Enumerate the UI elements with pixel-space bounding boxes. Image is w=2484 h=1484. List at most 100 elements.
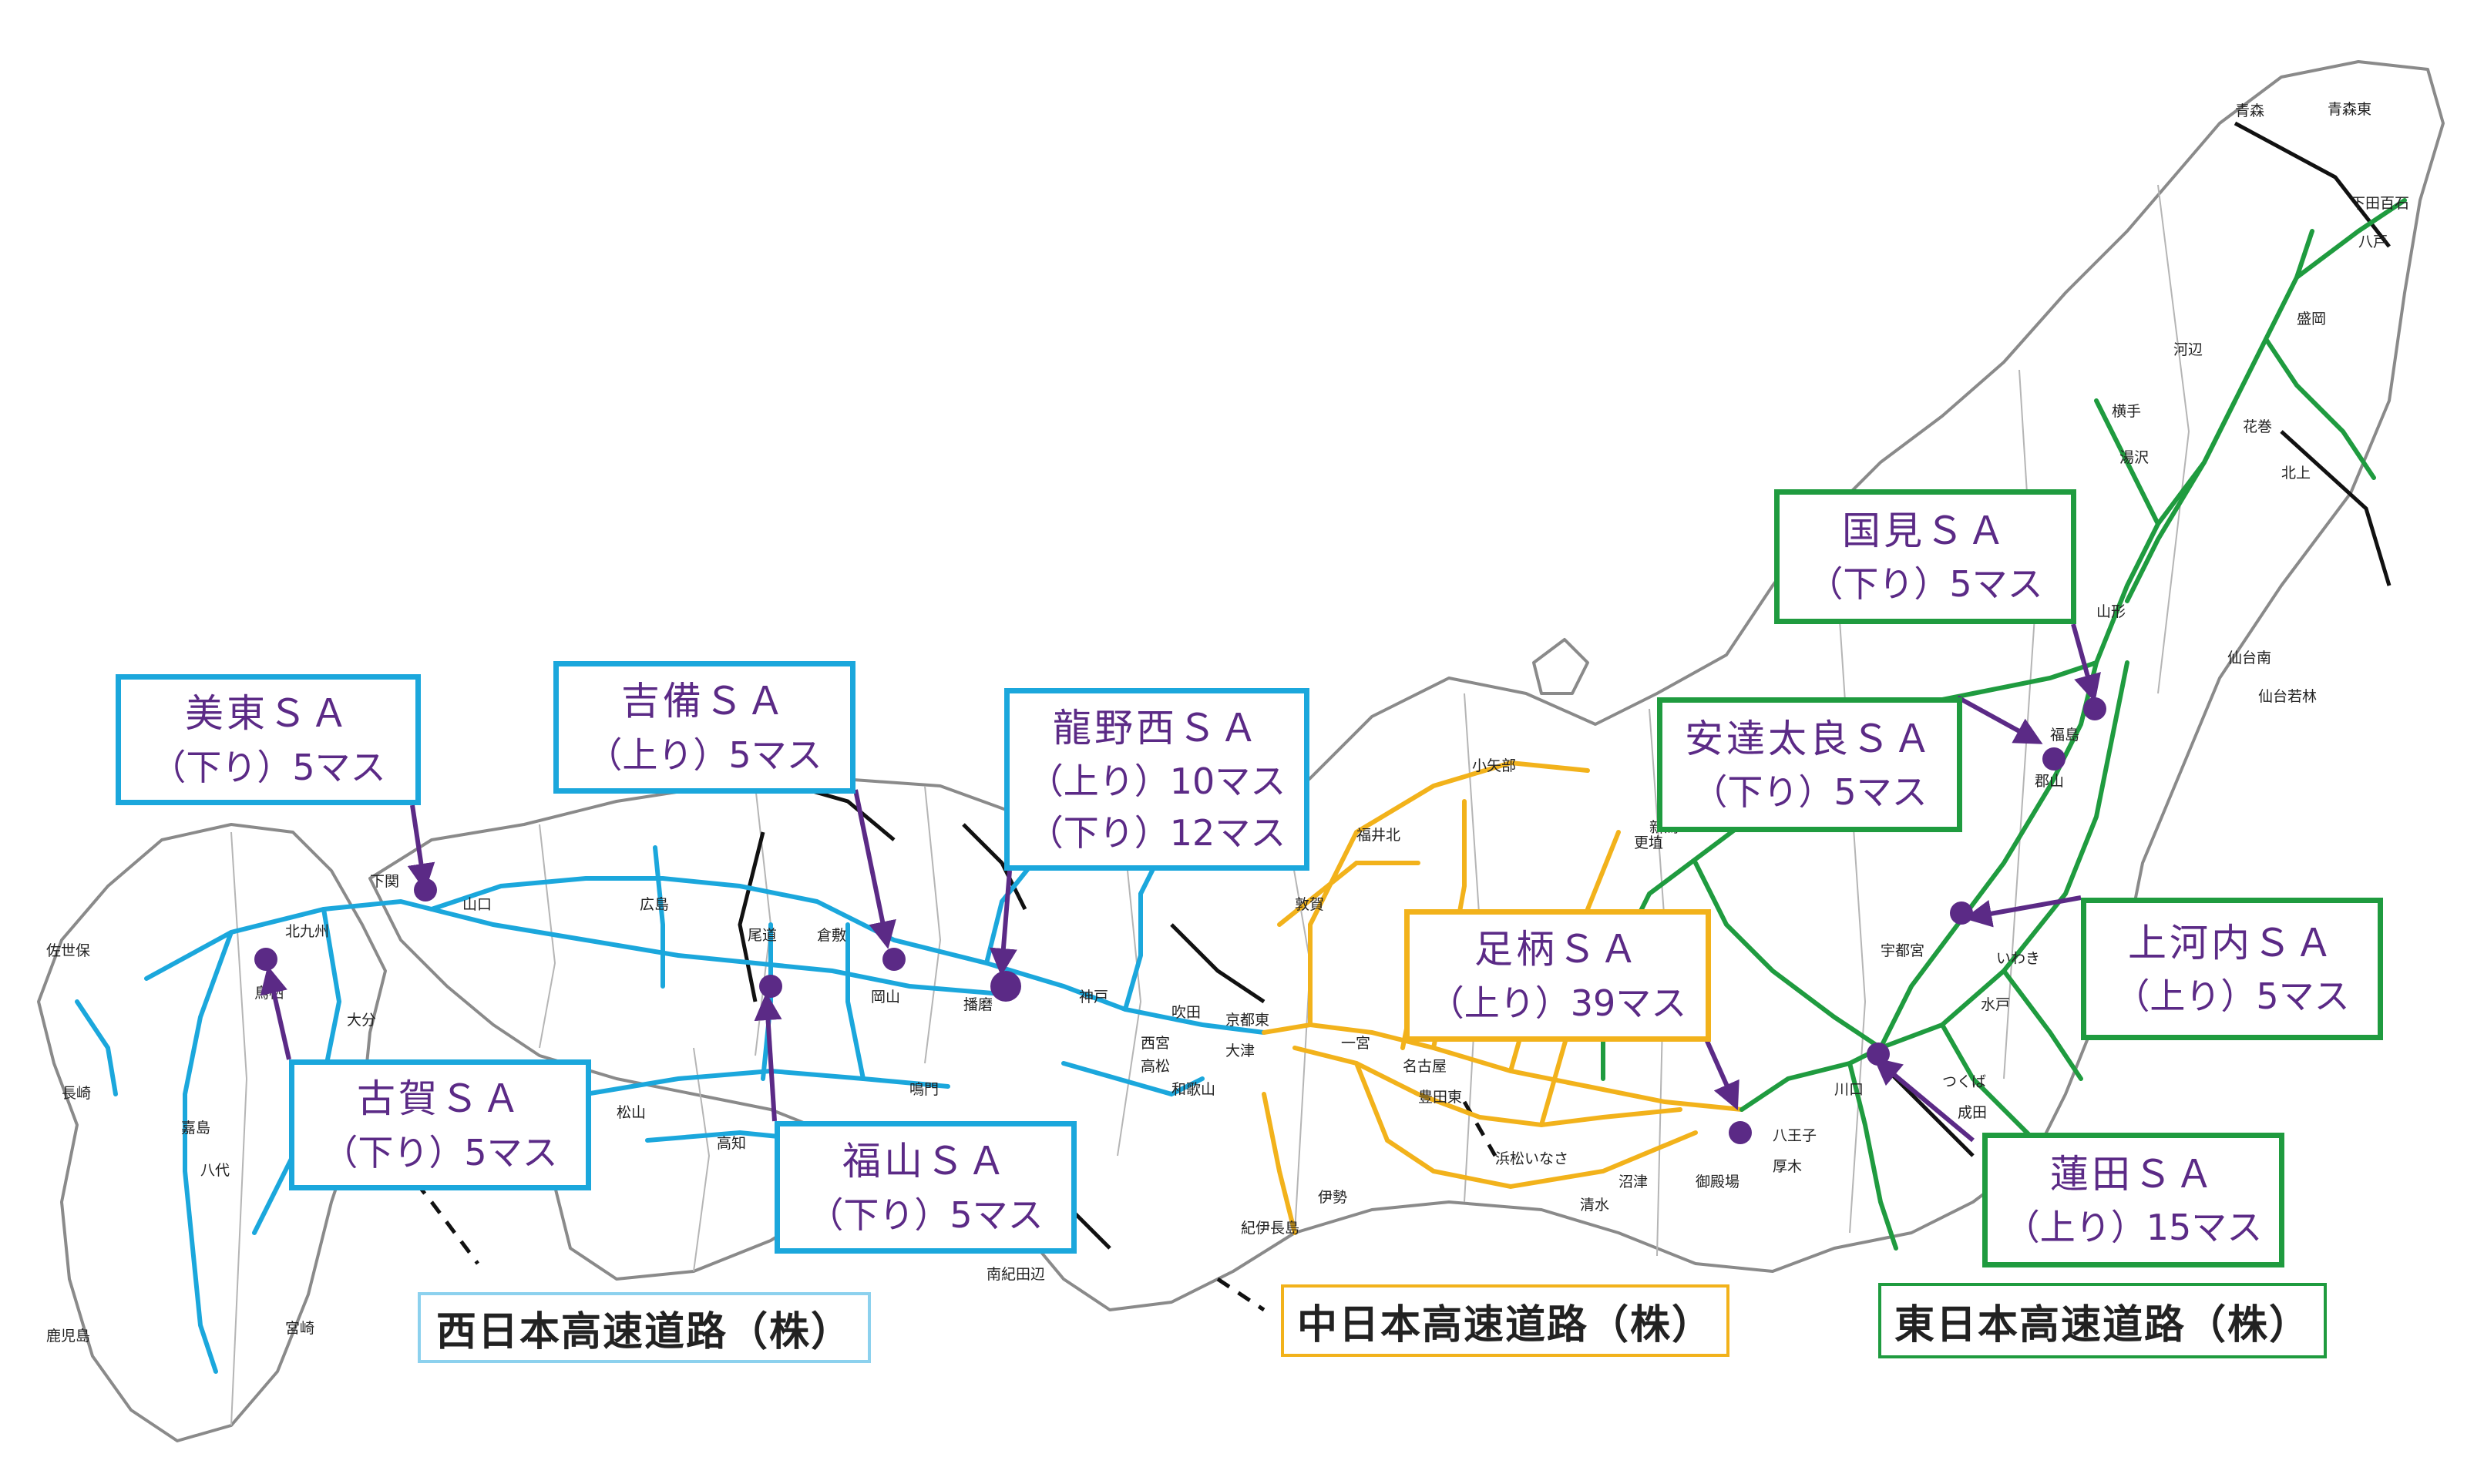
sa-marker-kibi[interactable] (882, 948, 906, 971)
sa-marker-koga[interactable] (254, 948, 277, 971)
station-label: 豊田東 (1418, 1089, 1462, 1106)
station-label: 福井北 (1356, 827, 1400, 844)
station-label: 岡山 (871, 989, 900, 1006)
station-label: 湯沢 (2119, 449, 2149, 466)
legend-west-nexco: 西日本高速道路（株） (418, 1292, 871, 1363)
station-label: 大分 (347, 1012, 376, 1029)
callout-arrows (260, 623, 2101, 1143)
station-label: 高松 (1141, 1058, 1170, 1075)
callout-name: 蓮田ＳＡ (2050, 1151, 2217, 1197)
station-label: 佐世保 (46, 942, 90, 959)
sa-marker-mito[interactable] (414, 878, 437, 901)
callout-line: （下り）5マス (1692, 771, 1928, 814)
station-label: 尾道 (748, 927, 777, 944)
callout-tatsuno-sa: 龍野西ＳＡ （上り）10マス （下り）12マス (1004, 688, 1309, 871)
station-label: 吹田 (1171, 1004, 1201, 1021)
station-label: 北上 (2281, 465, 2311, 482)
station-label: 西宮 (1141, 1035, 1170, 1052)
callout-fukuyama-sa: 福山ＳＡ （下り）5マス (775, 1121, 1077, 1254)
station-label: 下関 (370, 873, 399, 890)
sado-outline (1532, 638, 1589, 695)
station-label: 浜松いなさ (1495, 1150, 1568, 1167)
sa-markers (254, 697, 2106, 1144)
station-label: 伊勢 (1318, 1189, 1347, 1206)
sa-marker-hasuda[interactable] (1867, 1042, 1890, 1066)
callout-name: 龍野西ＳＡ (1053, 705, 1261, 750)
callout-line: （下り）5マス (808, 1194, 1044, 1236)
station-label: 福島 (2050, 727, 2079, 744)
sa-marker-kamikawachi[interactable] (1950, 901, 1973, 925)
station-label: 広島 (640, 896, 669, 913)
station-label: 郡山 (2035, 773, 2064, 790)
station-label: 長崎 (62, 1085, 91, 1102)
station-label: 八戸 (2358, 233, 2388, 250)
station-label: 仙台若林 (2258, 688, 2317, 705)
station-label: 紀伊長島 (1241, 1220, 1299, 1237)
station-label: 宮崎 (285, 1320, 314, 1337)
station-label: 高知 (717, 1135, 746, 1152)
legend-east-nexco: 東日本高速道路（株） (1878, 1283, 2327, 1358)
sa-marker-kunimi[interactable] (2083, 697, 2106, 720)
callout-mito-sa: 美東ＳＡ （下り）5マス (116, 674, 421, 805)
station-label: 宇都宮 (1881, 942, 1924, 959)
callout-kamikawachi-sa: 上河内ＳＡ （上り）5マス (2081, 898, 2383, 1040)
station-label: 川口 (1834, 1081, 1864, 1098)
station-label: 北九州 (285, 923, 329, 940)
station-label: 倉敷 (817, 927, 846, 944)
station-label: 更埴 (1634, 834, 1663, 851)
station-label: 盛岡 (2297, 311, 2326, 327)
station-label: 松山 (617, 1104, 646, 1121)
callout-line: （上り）10マス (1027, 760, 1286, 803)
station-label: 厚木 (1773, 1158, 1802, 1175)
station-label: 青森 (2235, 102, 2264, 119)
station-label: 八代 (200, 1162, 230, 1179)
callout-kunimi-sa: 国見ＳＡ （下り）5マス (1774, 489, 2076, 624)
station-label: 鳥栖 (254, 985, 284, 1002)
station-label: 神戸 (1079, 989, 1108, 1006)
station-label: 山形 (2096, 603, 2126, 620)
station-label: 鹿児島 (46, 1328, 90, 1345)
callout-name: 福山ＳＡ (842, 1139, 1009, 1184)
sa-marker-ashigara[interactable] (1729, 1121, 1752, 1144)
station-label: 沼津 (1618, 1173, 1648, 1190)
callout-line: （上り）5マス (587, 734, 822, 776)
sa-marker-adatara[interactable] (2042, 747, 2066, 771)
station-label: 下田百石 (2351, 195, 2409, 212)
station-label: 嘉島 (181, 1120, 210, 1137)
station-label: 小矢部 (1472, 757, 1516, 774)
station-label: 名古屋 (1403, 1058, 1447, 1075)
callout-line: （下り）5マス (1807, 563, 2043, 606)
station-label: 青森東 (2328, 101, 2371, 118)
callout-line: （上り）15マス (2004, 1207, 2263, 1249)
station-label: 河辺 (2173, 341, 2203, 358)
callout-hasuda-sa: 蓮田ＳＡ （上り）15マス (1982, 1133, 2284, 1267)
station-label: 鳴門 (909, 1081, 939, 1098)
callout-kibi-sa: 吉備ＳＡ （上り）5マス (553, 661, 855, 794)
callout-koga-sa: 古賀ＳＡ （下り）5マス (289, 1059, 591, 1190)
sa-marker-tatsuno[interactable] (990, 971, 1021, 1002)
callout-line: （下り）5マス (150, 746, 386, 788)
callout-line: （上り）39マス (1428, 982, 1687, 1024)
station-label: 和歌山 (1171, 1081, 1215, 1098)
station-label: 清水 (1580, 1197, 1609, 1214)
station-label: 八王子 (1773, 1127, 1817, 1144)
station-label: 御殿場 (1696, 1173, 1739, 1190)
station-label: 京都東 (1225, 1012, 1269, 1029)
station-label: 花巻 (2243, 418, 2272, 435)
station-label: 横手 (2112, 403, 2141, 420)
callout-name: 足柄ＳＡ (1474, 927, 1641, 972)
station-label: 水戸 (1981, 996, 2010, 1013)
sa-marker-fukuyama[interactable] (759, 975, 782, 998)
station-label: 大津 (1225, 1042, 1255, 1059)
callout-ashigara-sa: 足柄ＳＡ （上り）39マス (1404, 909, 1711, 1042)
callout-name: 安達太良ＳＡ (1685, 716, 1934, 761)
callout-line: （上り）5マス (2114, 975, 2350, 1018)
callout-name: 上河内ＳＡ (2128, 920, 2336, 965)
coastline (37, 60, 2445, 1442)
station-label: 南紀田辺 (987, 1266, 1045, 1283)
legend-central-nexco: 中日本高速道路（株） (1281, 1284, 1729, 1357)
station-label: 仙台南 (2227, 650, 2271, 666)
station-label: つくば (1942, 1073, 1986, 1090)
callout-name: 古賀ＳＡ (357, 1076, 523, 1122)
